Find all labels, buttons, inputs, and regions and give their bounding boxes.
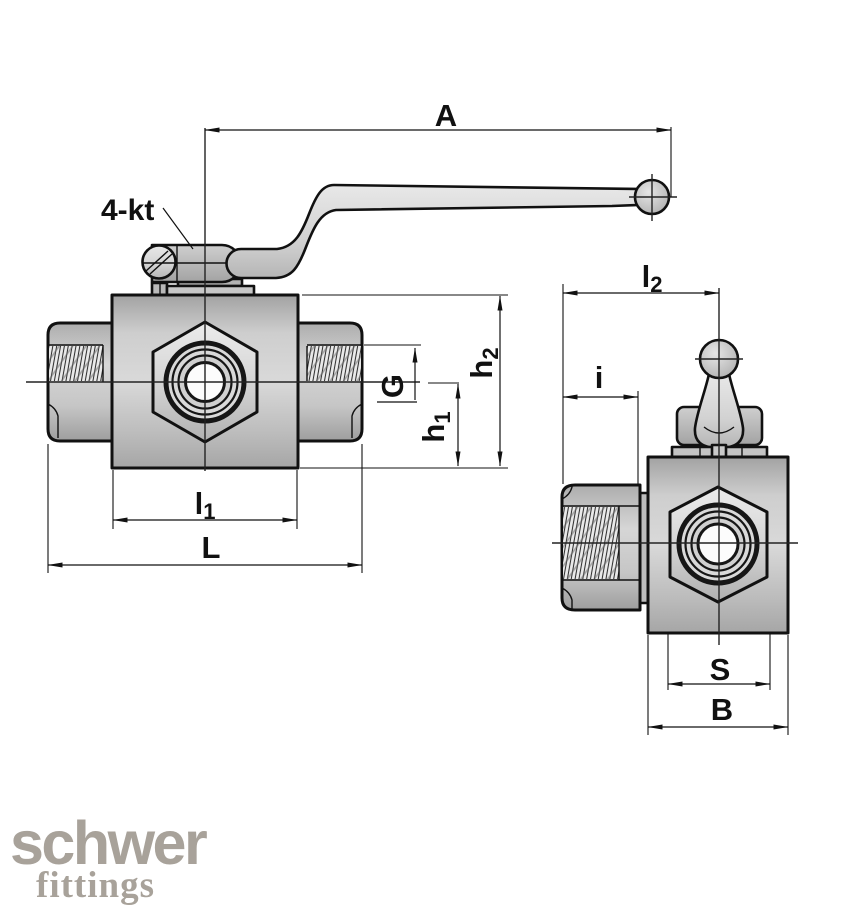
- hex-boss-side: [668, 485, 769, 604]
- label-B: B: [711, 692, 733, 727]
- dim-h2: h2: [300, 294, 508, 469]
- label-h1: h1: [416, 411, 455, 442]
- handle-screw-head: [141, 244, 177, 280]
- port-left-hex-edge: [47, 403, 59, 438]
- label-L: L: [202, 530, 221, 565]
- label-4kt: 4-kt: [101, 194, 154, 227]
- label-G: G: [375, 374, 410, 398]
- note-4kt: 4-kt: [101, 194, 194, 250]
- label-A: A: [435, 98, 457, 133]
- label-l2: l2: [642, 259, 663, 297]
- front-view: A 4-kt G h1 h2: [26, 98, 677, 573]
- dim-L: L: [47, 444, 363, 573]
- dim-h1: h1: [416, 382, 461, 467]
- screw-slot: [145, 250, 169, 272]
- handle-lever: [225, 183, 639, 280]
- dim-l2: l2: [562, 259, 720, 484]
- dim-i: i: [562, 360, 639, 484]
- port-right: [296, 321, 364, 443]
- side-view: l2 i S B: [552, 259, 798, 735]
- seal-ring-mid-side: [684, 510, 752, 578]
- dim-B: B: [647, 635, 789, 735]
- dim-A: A: [204, 98, 672, 197]
- port-right-hex-edge: [351, 403, 363, 438]
- port-side-hex-edge-upper: [561, 485, 573, 500]
- label-l1: l1: [195, 486, 216, 524]
- dim-S: S: [667, 634, 771, 690]
- handle-front: [141, 174, 677, 284]
- port-side: [560, 483, 650, 612]
- label-h2: h2: [464, 347, 503, 378]
- logo-brand: schwer: [10, 809, 207, 877]
- dim-l1: l1: [112, 470, 298, 529]
- dim-G: G: [364, 344, 421, 403]
- label-i: i: [595, 360, 604, 395]
- port-side-hex-edge-lower: [561, 587, 573, 610]
- port-left: [46, 321, 114, 443]
- label-S: S: [710, 652, 731, 687]
- leader-4kt: [162, 207, 194, 250]
- bore-side: [696, 522, 740, 566]
- logo: schwer fittings: [10, 809, 209, 906]
- logo-tagline: fittings: [36, 865, 155, 906]
